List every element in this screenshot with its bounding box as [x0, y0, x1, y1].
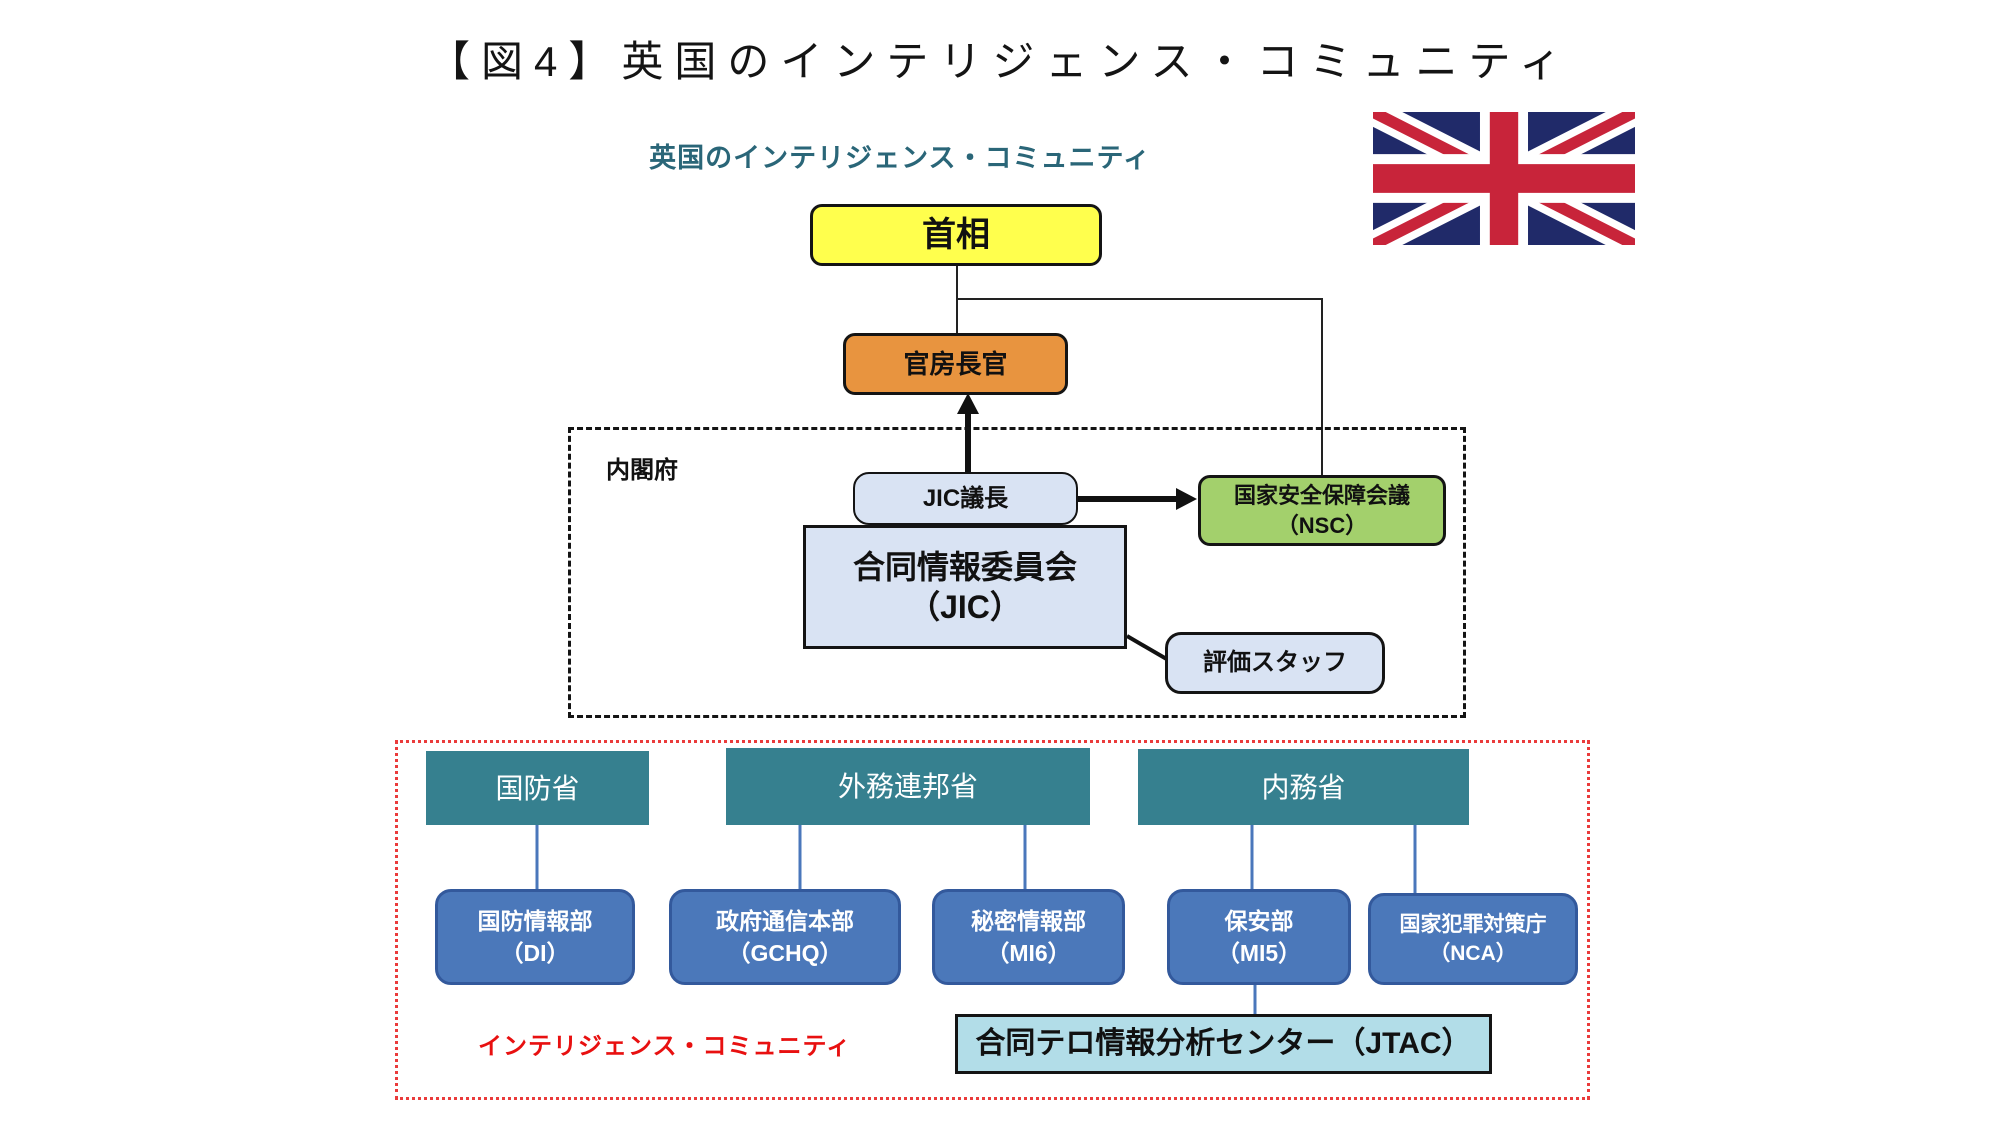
node-jic-line2: （JIC） — [908, 589, 1022, 625]
node-di-line2: （DI） — [500, 940, 570, 966]
page-title: 【図4】英国のインテリジェンス・コミュニティ — [428, 38, 1572, 85]
node-assessment-staff: 評価スタッフ — [1165, 632, 1385, 694]
node-gchq-line2: （GCHQ） — [727, 940, 843, 966]
node-jic-chair: JIC議長 — [853, 472, 1078, 525]
node-nsc-line2: （NSC） — [1276, 512, 1368, 538]
node-nca-line1: 国家犯罪対策庁 — [1399, 912, 1547, 936]
node-mi5-line1: 保安部 — [1224, 907, 1294, 934]
node-jtac-label: 合同テロ情報分析センター（JTAC） — [975, 1027, 1472, 1061]
node-fco-label: 外務連邦省 — [837, 771, 978, 802]
diagram-subtitle: 英国のインテリジェンス・コミュニティ — [649, 143, 1151, 173]
node-mi6: 秘密情報部 （MI6） — [932, 889, 1125, 985]
node-mi6-line1: 秘密情報部 — [971, 907, 1086, 934]
uk-flag-icon — [1367, 100, 1641, 257]
intelligence-community-group-box — [395, 740, 1590, 1100]
node-mod-label: 国防省 — [495, 772, 580, 804]
node-mi5-line2: （MI5） — [1216, 940, 1302, 966]
node-chief-cabinet-secretary-label: 官房長官 — [903, 348, 1008, 379]
node-ministry-of-defence: 国防省 — [426, 751, 649, 825]
node-nca-line2: （NCA） — [1429, 942, 1517, 965]
intelligence-community-label: インテリジェンス・コミュニティ — [478, 1033, 852, 1060]
node-assessment-staff-label: 評価スタッフ — [1203, 649, 1347, 676]
node-jic-chair-label: JIC議長 — [922, 484, 1009, 512]
node-nsc-line1: 国家安全保障会議 — [1233, 482, 1410, 508]
node-gchq-line1: 政府通信本部 — [716, 907, 854, 934]
node-defence-intelligence: 国防情報部 （DI） — [435, 889, 635, 985]
node-prime-minister: 首相 — [810, 204, 1102, 266]
node-di-line1: 国防情報部 — [477, 907, 593, 934]
cabinet-office-group-box — [568, 427, 1466, 718]
node-home-office-label: 内務省 — [1261, 771, 1346, 803]
node-foreign-commonwealth-office: 外務連邦省 — [726, 748, 1090, 825]
node-jic-line1: 合同情報委員会 — [852, 549, 1077, 585]
node-national-security-council: 国家安全保障会議 （NSC） — [1198, 475, 1446, 546]
node-mi5: 保安部 （MI5） — [1167, 889, 1351, 985]
node-prime-minister-label: 首相 — [922, 215, 990, 254]
node-joint-intelligence-committee: 合同情報委員会 （JIC） — [803, 525, 1127, 649]
node-mi6-line2: （MI6） — [986, 940, 1071, 966]
node-chief-cabinet-secretary: 官房長官 — [843, 333, 1068, 395]
node-nca: 国家犯罪対策庁 （NCA） — [1368, 893, 1578, 985]
node-jtac: 合同テロ情報分析センター（JTAC） — [955, 1014, 1492, 1074]
node-home-office: 内務省 — [1138, 749, 1469, 825]
node-gchq: 政府通信本部 （GCHQ） — [669, 889, 901, 985]
cabinet-office-label: 内閣府 — [606, 457, 678, 484]
